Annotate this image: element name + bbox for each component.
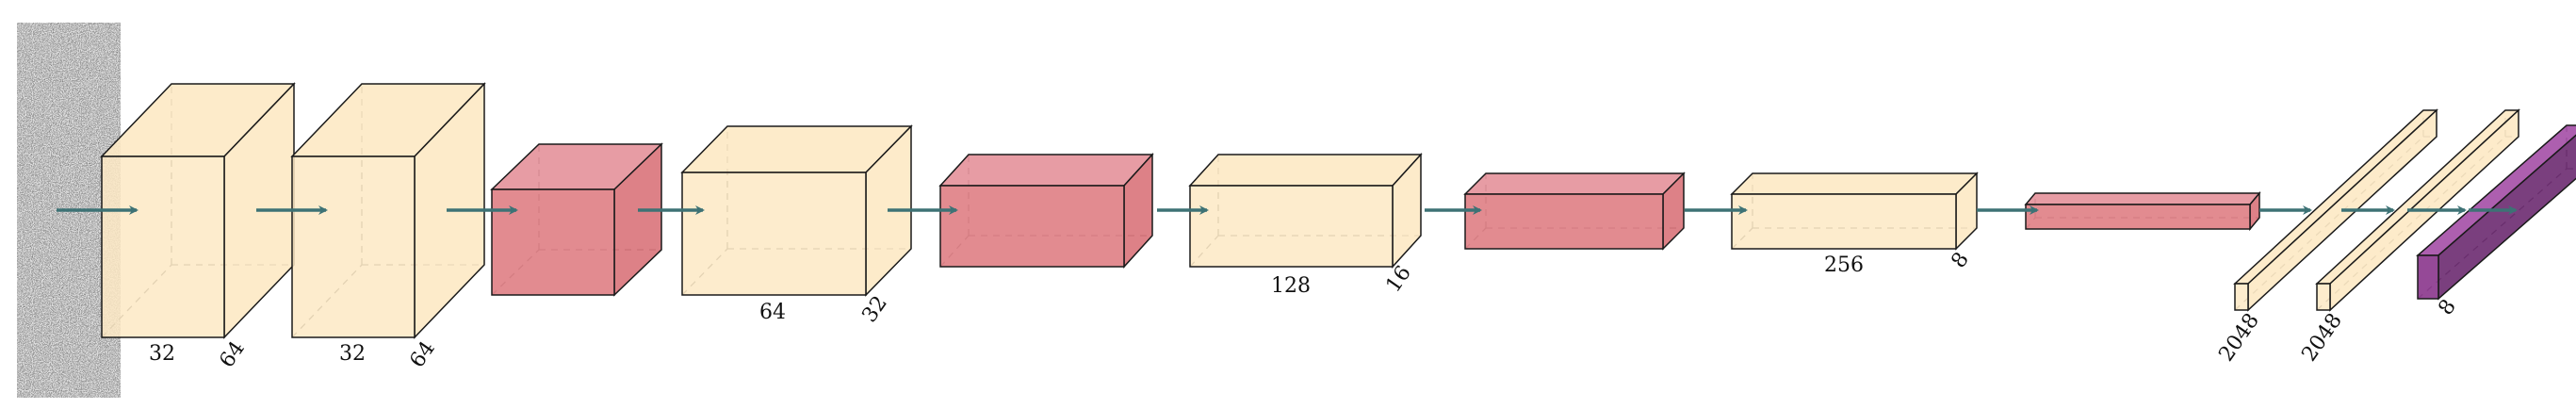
layer-12-output-block <box>2416 124 2576 301</box>
block-top-face <box>2233 109 2438 285</box>
block-front-face <box>1731 193 1957 250</box>
layer-2-dimension-label: 32 <box>339 342 366 366</box>
layer-3-pool-block <box>490 142 663 297</box>
block-front-face <box>681 172 867 296</box>
block-front-face <box>291 155 416 338</box>
block-front-face <box>939 185 1125 268</box>
block-top-face <box>1188 154 1423 187</box>
block-front-face <box>101 155 225 338</box>
layer-4-conv-block <box>680 124 913 297</box>
layer-2-dimension-label: 64 <box>405 337 440 372</box>
layer-4-dimension-label: 64 <box>759 301 786 324</box>
block-top-face <box>2024 192 2261 205</box>
block-top-face <box>1730 172 1979 195</box>
layer-8-dimension-label: 8 <box>1947 248 1974 272</box>
layer-1-dimension-label: 32 <box>149 342 175 366</box>
layer-7-pool-block <box>1463 172 1686 251</box>
layer-12-dimension-label: 8 <box>2434 295 2461 319</box>
layer-5-pool-block <box>938 153 1154 269</box>
layer-9-pool-block <box>2024 190 2261 232</box>
block-front-face <box>2316 283 2331 311</box>
layer-8-dimension-label: 256 <box>1824 254 1864 277</box>
block-front-face <box>2234 283 2249 311</box>
block-top-face <box>938 154 1154 187</box>
block-front-face <box>1464 193 1664 250</box>
layer-6-conv-block <box>1188 153 1423 269</box>
layer-8-conv-block <box>1730 172 1979 251</box>
block-front-face <box>2417 254 2439 300</box>
block-top-face <box>1463 172 1686 195</box>
layer-6-dimension-label: 128 <box>1271 274 1311 298</box>
layer-4-dimension-label: 32 <box>857 292 892 327</box>
layer-10-dimension-label: 2048 <box>2214 309 2264 366</box>
block-front-face <box>1189 185 1394 268</box>
layer-1-dimension-label: 64 <box>215 337 250 372</box>
block-front-face <box>2025 204 2251 230</box>
layer-11-dimension-label: 2048 <box>2297 309 2347 366</box>
block-front-face <box>491 188 615 296</box>
